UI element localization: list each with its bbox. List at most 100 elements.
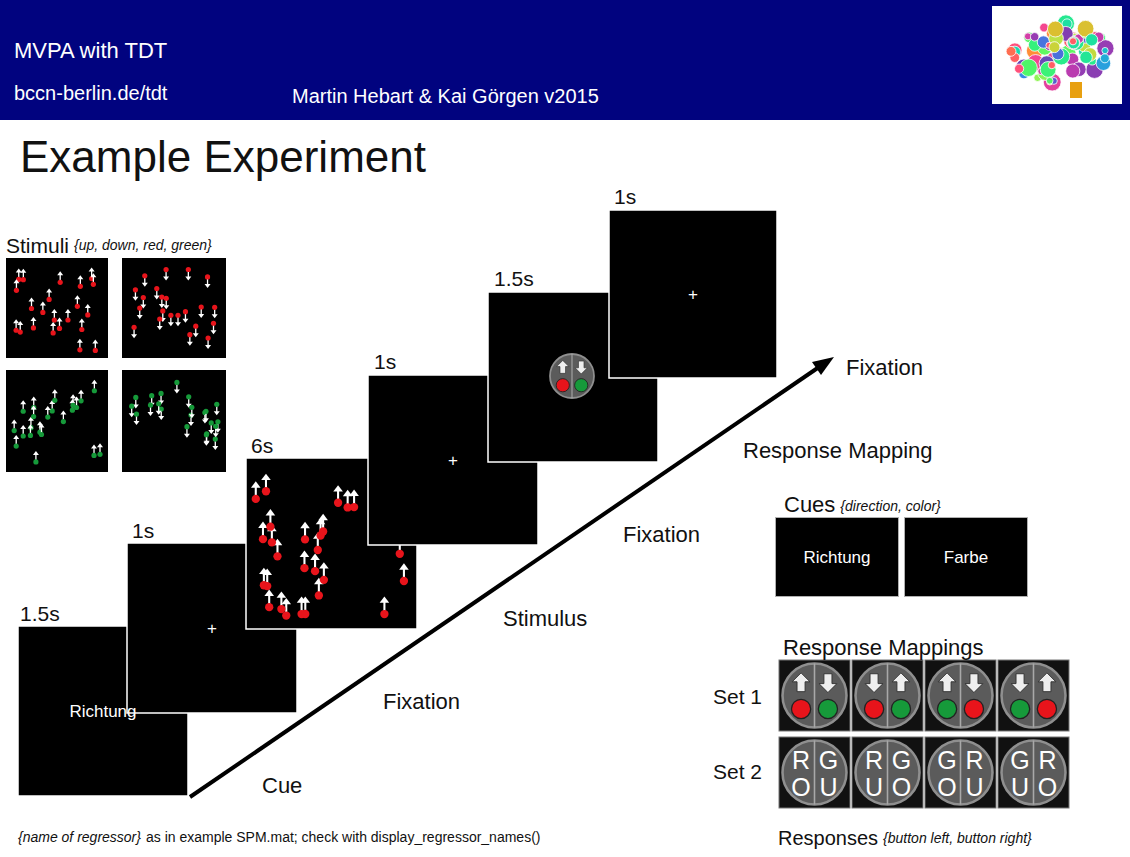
arrow-head: [158, 416, 164, 420]
stimulus-dot: [51, 330, 56, 335]
duration: 6s: [251, 435, 273, 456]
stimulus-dot: [315, 591, 323, 599]
direction-arrow: [792, 673, 810, 692]
arrow-head: [79, 319, 85, 323]
arrow-head: [31, 396, 37, 400]
icon-disc: [856, 741, 920, 805]
color-dot: [1037, 699, 1056, 718]
icon-ground: [852, 660, 923, 731]
arrow-head: [212, 314, 218, 318]
header-band: [0, 0, 1130, 120]
arrow-head: [208, 430, 214, 434]
stimulus-ground: [6, 258, 108, 358]
mapping-icon: [929, 664, 993, 728]
stimulus-dot: [301, 610, 309, 618]
arrow-head: [38, 423, 44, 427]
fixation-screen: +: [368, 375, 538, 545]
stimulus-dot: [133, 287, 138, 292]
stimulus-dot: [266, 523, 274, 531]
stimulus-dot: [14, 328, 19, 333]
logo-gear: [1080, 51, 1092, 63]
logo-gear: [1030, 33, 1038, 41]
arrow-head: [133, 421, 139, 425]
time-arrow: [190, 365, 822, 797]
stimulus-dot: [156, 401, 161, 406]
arrow-head: [78, 390, 84, 394]
section-label: Cues: [784, 494, 835, 516]
arrow-head: [74, 295, 80, 299]
stimulus-dot: [58, 280, 63, 285]
icon-disc: [929, 664, 993, 728]
arrow-head: [380, 596, 390, 602]
mapping-letter: O: [892, 775, 911, 800]
stimulus-dot: [334, 499, 342, 507]
icon-disc: [856, 664, 920, 728]
arrow-head: [27, 424, 33, 428]
fixation-screen: +: [127, 543, 297, 713]
stimulus-dot: [78, 398, 83, 403]
logo-gear: [1047, 21, 1063, 37]
direction-arrow: [557, 360, 569, 373]
arrow-head: [90, 273, 96, 277]
stimulus-dot: [31, 325, 36, 330]
stimulus-dot: [211, 321, 216, 326]
stimulus-dot: [301, 535, 309, 543]
arrow-head: [205, 284, 211, 288]
arrow-head: [214, 411, 220, 415]
stimulus-dot: [184, 424, 189, 429]
brain-logo: [1006, 15, 1114, 98]
icon-divider: [960, 741, 962, 805]
arrow-head: [264, 590, 274, 596]
direction-arrow: [865, 674, 883, 693]
arrow-head: [261, 474, 271, 480]
stimulus-dot: [77, 347, 82, 352]
stimulus-dot: [259, 535, 267, 543]
footnote: as in example SPM.mat; check with displa…: [146, 830, 541, 844]
icon-divider: [571, 354, 572, 398]
arrow-head: [91, 380, 97, 384]
stimulus-dot: [380, 610, 388, 618]
arrow-head: [281, 598, 291, 604]
arrow-head: [77, 275, 83, 279]
stimulus-dot: [164, 296, 169, 301]
logo-gear: [1040, 62, 1056, 78]
arrow-head: [163, 305, 169, 309]
header-text: bccn-berlin.de/tdt: [14, 83, 167, 103]
mapping-letter: U: [1011, 775, 1029, 800]
stimulus-dot: [52, 318, 57, 323]
arrow-head: [213, 433, 219, 437]
icon-disc: [1002, 741, 1066, 805]
stimulus-dot: [79, 327, 84, 332]
direction-arrow: [1011, 674, 1029, 693]
arrow-head: [300, 522, 310, 528]
stimulus-dot: [168, 313, 173, 318]
arrow-head: [203, 442, 209, 446]
arrow-head: [205, 345, 211, 349]
section-label: Responses: [778, 828, 878, 848]
stimulus-dot: [85, 312, 90, 317]
regressor-names: {button left, button right}: [883, 831, 1032, 845]
icon-ground: [925, 737, 996, 808]
letter-mapping-icon: GRUO: [998, 737, 1069, 808]
arrow-head: [91, 444, 97, 448]
mapping-letter: R: [965, 748, 983, 773]
phase-label: Response Mapping: [743, 440, 933, 462]
cue-screen: Richtung: [18, 626, 188, 796]
screen-text: Farbe: [944, 549, 988, 566]
stimulus-dot: [28, 433, 33, 438]
icon-ground: [779, 660, 850, 731]
icon-ground: [998, 660, 1069, 731]
stimulus-dot: [75, 304, 80, 309]
stimulus-dot: [93, 348, 98, 353]
arrow-head: [16, 268, 22, 272]
arrow-head: [333, 485, 343, 491]
screen-text: +: [207, 620, 217, 637]
stimulus-dot: [204, 431, 209, 436]
icon-ground: [925, 660, 996, 731]
stimulus-dot: [189, 405, 194, 410]
stimulus-dot: [149, 393, 154, 398]
stimulus-panel: [122, 370, 226, 472]
header-text: MVPA with TDT: [14, 40, 167, 62]
stimulus-dot: [212, 305, 217, 310]
stimulus-dot: [61, 419, 66, 424]
